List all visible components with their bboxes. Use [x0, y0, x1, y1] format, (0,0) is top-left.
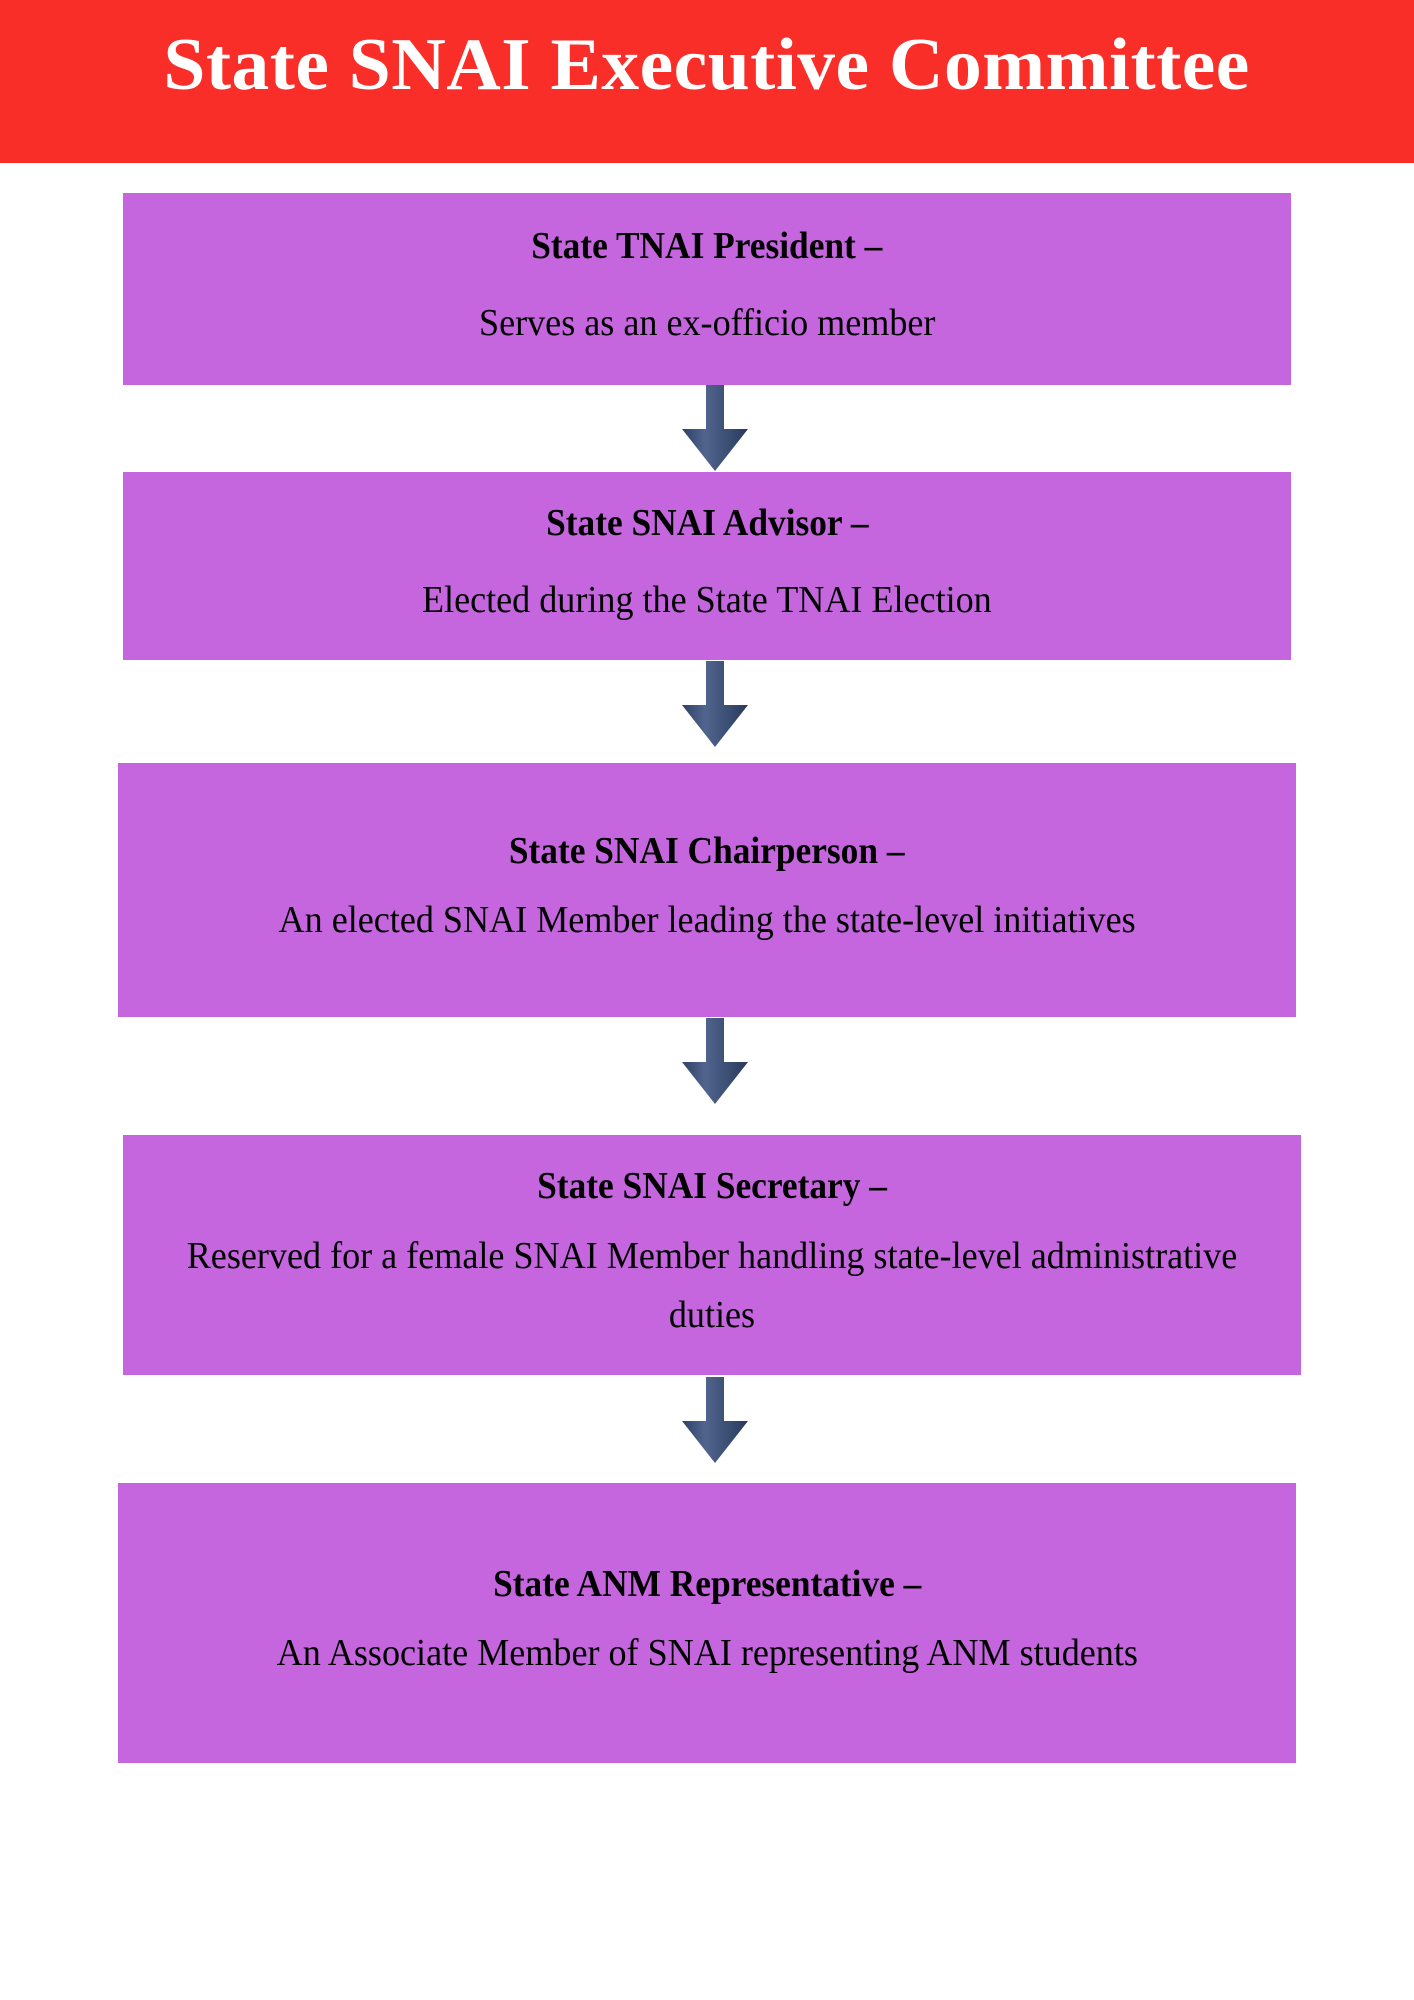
header-banner: State SNAI Executive Committee — [0, 0, 1414, 163]
flow-node-state-tnai-president: State TNAI President – Serves as an ex-o… — [123, 193, 1291, 385]
flow-node-description: Reserved for a female SNAI Member handli… — [186, 1234, 1238, 1336]
flow-node-state-snai-secretary: State SNAI Secretary – Reserved for a fe… — [123, 1135, 1301, 1375]
flow-node-title: State SNAI Chairperson – — [509, 829, 905, 872]
flow-node-state-snai-chairperson: State SNAI Chairperson – An elected SNAI… — [118, 763, 1296, 1017]
down-arrow-icon — [678, 661, 752, 747]
down-arrow-icon — [678, 1377, 752, 1463]
flow-node-description: Serves as an ex-officio member — [478, 302, 936, 345]
page-title: State SNAI Executive Committee — [163, 23, 1251, 106]
down-arrow-icon — [678, 1018, 752, 1104]
flow-node-title: State SNAI Secretary – — [537, 1165, 887, 1208]
flow-node-state-snai-advisor: State SNAI Advisor – Elected during the … — [123, 472, 1291, 660]
flow-node-description: An Associate Member of SNAI representing… — [276, 1632, 1138, 1675]
down-arrow-icon — [678, 385, 752, 471]
flow-node-title: State ANM Representative – — [492, 1562, 922, 1605]
flow-node-description: Elected during the State TNAI Election — [422, 579, 992, 622]
flow-node-state-anm-representative: State ANM Representative – An Associate … — [118, 1483, 1296, 1763]
flow-node-title: State TNAI President – — [531, 224, 883, 267]
flow-node-title: State SNAI Advisor – — [545, 501, 869, 544]
flow-node-description: An elected SNAI Member leading the state… — [278, 899, 1136, 942]
